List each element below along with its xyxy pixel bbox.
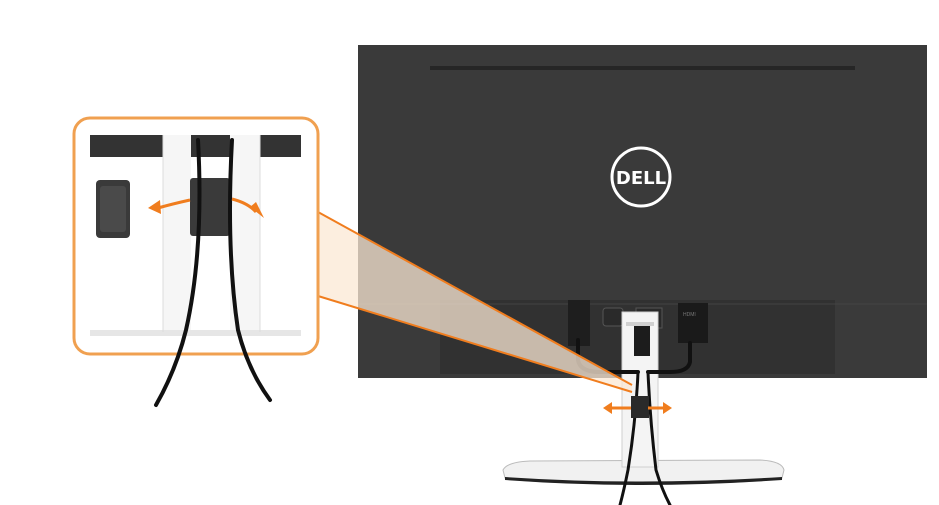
hdmi-port	[678, 303, 708, 343]
dell-logo: DELL	[610, 146, 672, 208]
callout-zoom-box	[72, 116, 320, 407]
callout-connector	[317, 211, 633, 393]
power-port	[568, 300, 590, 346]
double-headed-arrow-icon	[603, 402, 672, 414]
zoom-release-arrows-icon	[148, 197, 264, 218]
hdmi-port-label: HDMI	[683, 312, 696, 318]
cable-clip-icon	[634, 326, 650, 356]
monitor-stand	[502, 311, 785, 485]
monitor-vent-slot	[430, 66, 855, 70]
dell-logo-text: DELL	[616, 168, 666, 189]
